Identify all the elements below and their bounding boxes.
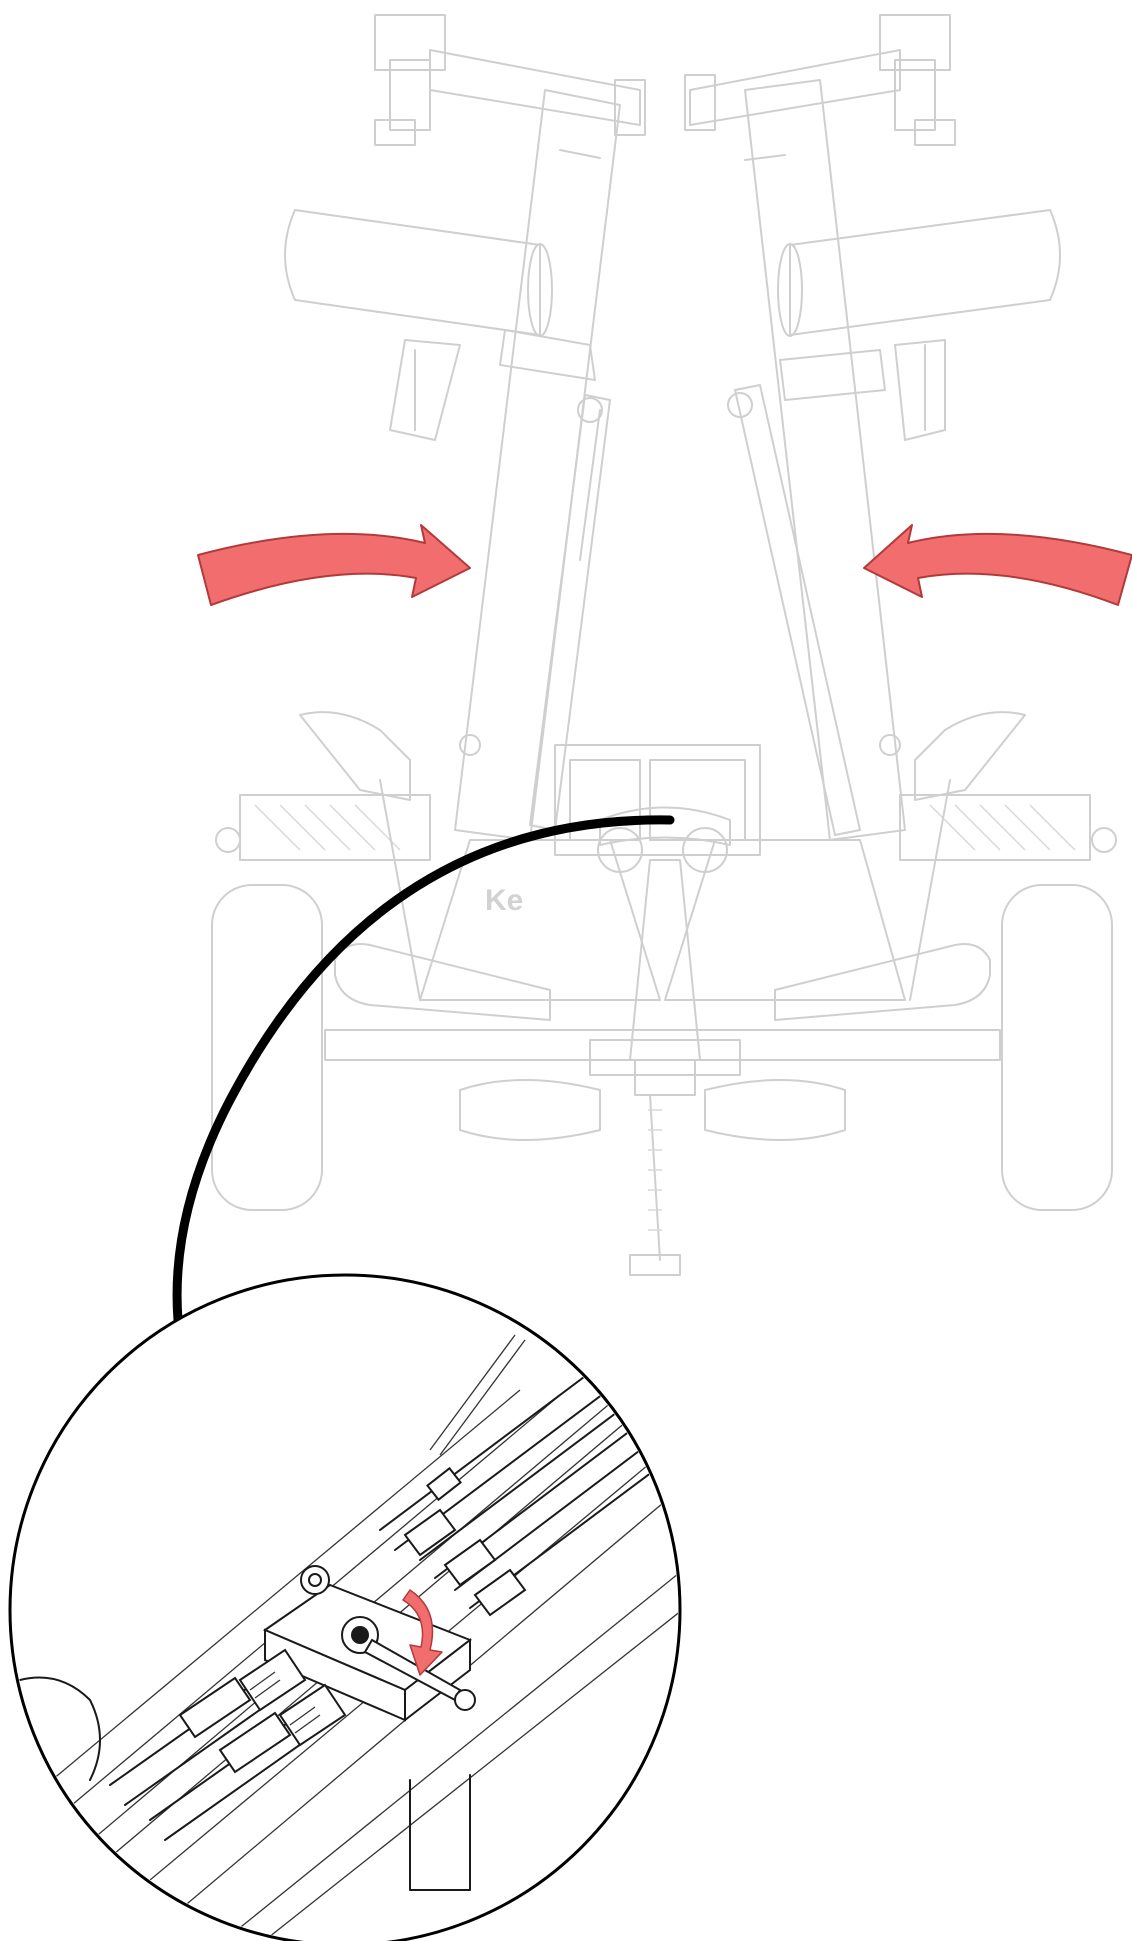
valve-detail <box>19 1334 678 1941</box>
hitch <box>589 806 741 1276</box>
right-drive-belt <box>774 943 991 1021</box>
left-drive-belt <box>334 943 551 1021</box>
wheels <box>211 884 1113 1211</box>
valve-turn-arrow-icon <box>402 1589 443 1676</box>
machine-body: Ke <box>211 14 1117 1276</box>
callout-leader <box>172 815 675 1325</box>
fold-arrow-left-icon <box>197 524 471 606</box>
right-arm <box>684 14 1061 841</box>
chassis: Ke <box>215 711 1117 1061</box>
left-arm <box>284 14 646 841</box>
brand-logo: Ke <box>485 884 523 917</box>
fold-arrow-right-icon <box>863 524 1132 606</box>
valve-lever <box>341 1616 476 1711</box>
